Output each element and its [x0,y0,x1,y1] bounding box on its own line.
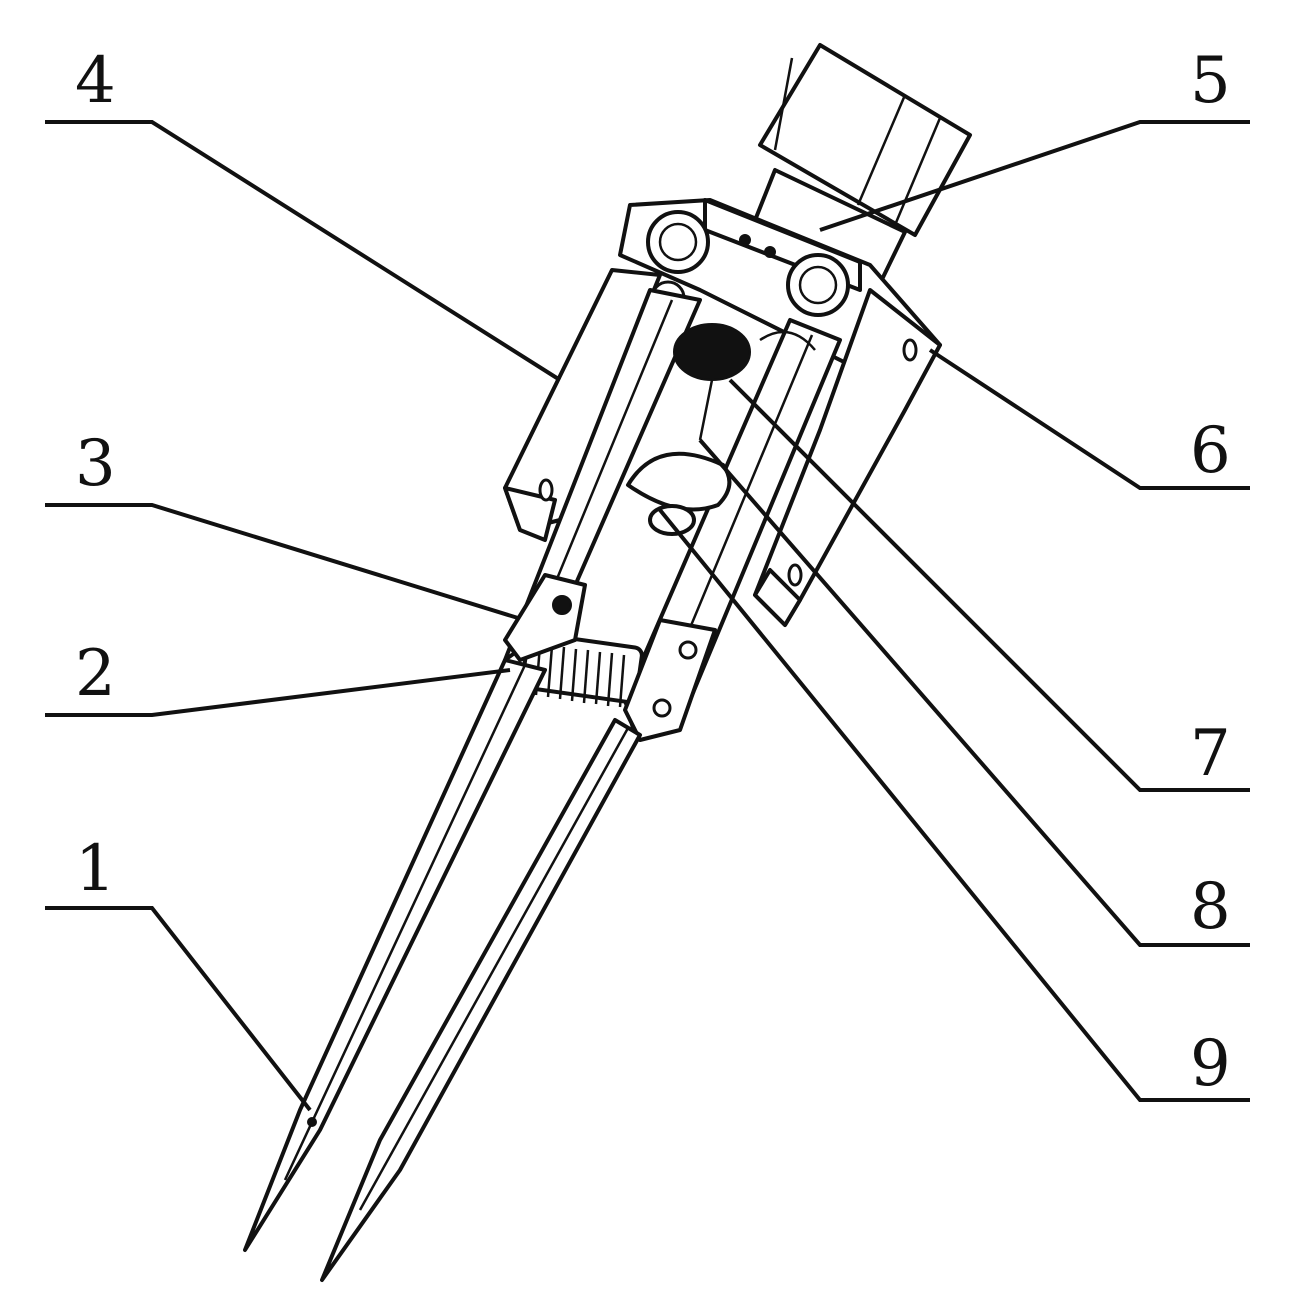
leader-1 [45,906,312,1112]
leader-4 [45,120,562,382]
callout-6: 6 [1190,414,1231,488]
callout-2: 2 [75,637,116,711]
pin-dot [739,234,751,246]
left-bracket [503,268,662,542]
spring [520,631,644,708]
leader-lines [45,120,1250,1112]
tine-left [243,658,547,1252]
callout-9: 9 [1190,1027,1231,1101]
leader-2 [45,668,511,717]
hex-cap [758,43,972,237]
cam [673,323,816,441]
callout-3: 3 [75,427,116,501]
leader-3 [45,503,519,620]
leader-9 [658,508,1250,1102]
pin-dot [764,246,776,258]
bolt-left [646,210,710,274]
callout-4: 4 [75,44,116,118]
callout-7: 7 [1190,717,1231,791]
leader-8 [698,438,1250,947]
hinge-left [503,573,587,662]
leader-7 [728,378,1250,792]
right-bracket [753,288,942,627]
leader-5 [819,120,1250,232]
callout-8: 8 [1190,870,1231,944]
callout-labels: 1 2 3 4 5 6 7 8 9 [75,44,1231,1101]
leader-6 [928,348,1250,490]
tine-right [320,718,642,1282]
bolt-right [786,253,850,317]
callout-5: 5 [1190,44,1231,118]
hinge-right [623,618,717,742]
callout-1: 1 [75,832,116,906]
washer [626,451,732,536]
